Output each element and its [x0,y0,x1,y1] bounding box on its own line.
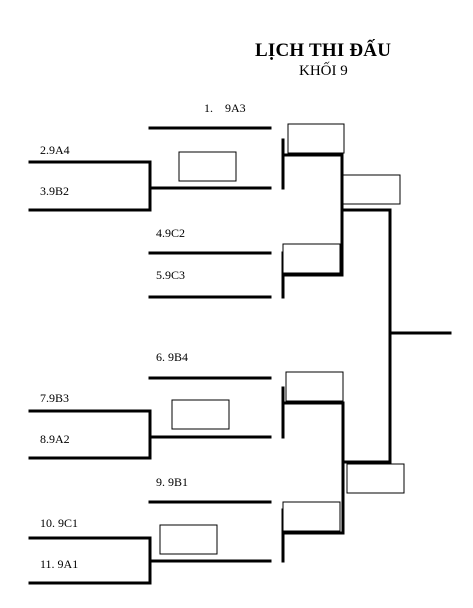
team-label-6: 6. 9B4 [156,350,189,364]
score-box-7-8 [171,399,230,430]
score-box-semi-bottom [346,463,405,494]
team-label-9: 9. 9B1 [156,475,189,489]
team-label-3: 3.9B2 [40,184,70,198]
team-label-11: 11. 9A1 [40,557,79,571]
team-label-5: 5.9C3 [156,268,186,282]
score-box-2-3 [178,151,237,182]
score-box-r2-b [282,243,341,274]
team-label-2: 2.9A4 [40,143,70,157]
score-box-semi-top [342,174,401,205]
grade-subtitle: KHỐI 9 [299,63,348,79]
schedule-title: LỊCH THI ĐẤU [255,40,392,61]
score-box-r2-a [287,123,345,154]
team-label-10: 10. 9C1 [40,516,79,530]
score-box-10-11 [159,524,218,555]
team-label-4: 4.9C2 [156,226,186,240]
team-label-1: 1. 9A3 [204,101,246,115]
score-box-r2-d [282,501,341,532]
team-label-7: 7.9B3 [40,391,70,405]
team-label-8: 8.9A2 [40,432,70,446]
score-box-r2-c [285,371,344,402]
